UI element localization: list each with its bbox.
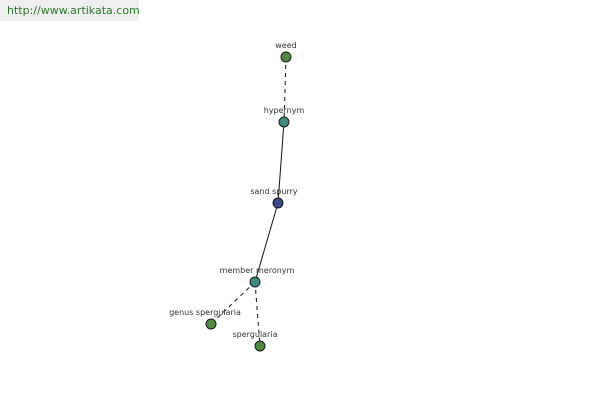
node-hypernym[interactable] [278,116,290,128]
node-label-spergularia[interactable]: spergularia [232,330,277,339]
url-bar: http://www.artikata.com [0,0,140,21]
node-spergularia[interactable] [254,340,266,352]
edge-weed-hypernym [283,56,287,123]
node-label-sand-spurry[interactable]: sand spurry [250,187,298,196]
edge-member-meronym-genus-spergularia [210,281,256,325]
node-weed[interactable] [280,51,292,63]
node-label-member-meronym[interactable]: member meronym [220,266,295,275]
node-label-weed[interactable]: weed [275,41,296,50]
node-sand-spurry[interactable] [272,197,284,209]
node-genus-spergularia[interactable] [205,318,217,330]
edge-sand-spurry-member-meronym [254,202,279,283]
edge-member-meronym-spergularia [254,281,261,347]
node-label-genus-spergularia[interactable]: genus spergularia [169,308,241,317]
site-url-link[interactable]: http://www.artikata.com [7,4,140,17]
node-label-hypernym[interactable]: hypernym [264,106,305,115]
edge-hypernym-sand-spurry [277,121,285,204]
node-member-meronym[interactable] [249,276,261,288]
